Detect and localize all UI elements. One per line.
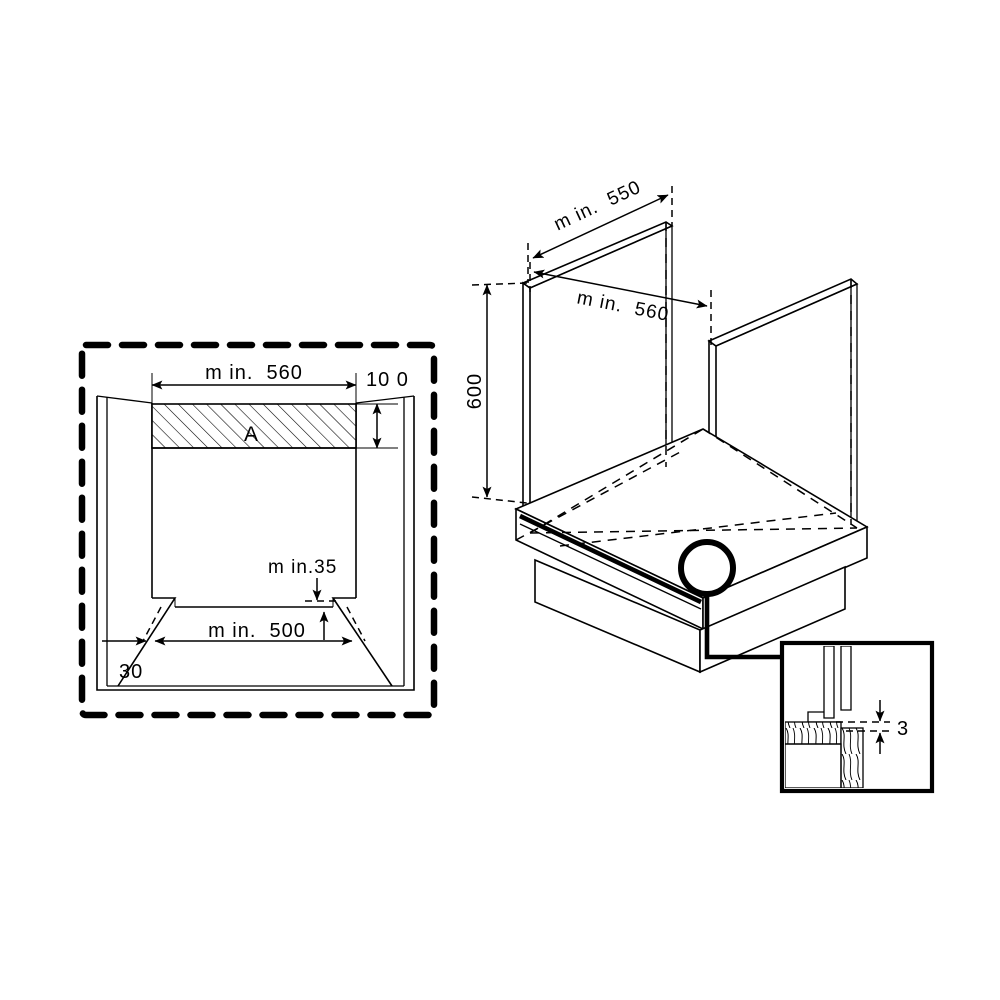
detail-worktop-grain [785, 721, 842, 745]
zone-a-label: A [244, 423, 258, 446]
dim-top-width-label: m in. 560 [205, 362, 303, 384]
iso-hidden-floor-back-left [529, 428, 704, 534]
hidden-splay-left [142, 606, 162, 642]
dim-bottom-width-label: m in. 500 [208, 620, 306, 642]
detail-stile-grain [840, 727, 864, 788]
cabinet-outer-wall [96, 396, 415, 691]
detail-panel-left-strip [823, 646, 835, 719]
detail-view-group: 3 [779, 640, 935, 794]
iso-hidden-floor-back-right [702, 428, 858, 529]
dim-bottom-width: m in. 500 [154, 620, 353, 646]
detail-lower-cavity [785, 743, 842, 788]
iso-left-panel-face [522, 281, 531, 535]
dim-iso-height: 600 [464, 282, 528, 504]
dim-side-offset: 30 [102, 636, 147, 683]
iso-left-panel-inner [529, 225, 673, 470]
detail-callout-leader [704, 594, 782, 660]
detail-box-frame [779, 640, 935, 794]
iso-base-rail-edge [519, 523, 702, 610]
dim-iso-depth-lower-label: m in. 560 [575, 287, 671, 325]
detail-panel-step [807, 711, 824, 722]
iso-left-panel-top-band [521, 221, 674, 289]
dim-top-width: m in. 560 [151, 362, 357, 405]
detail-panel-right-strip [840, 646, 852, 711]
iso-right-panel-top-band [707, 278, 859, 347]
dim-iso-depth-top-label: m in. 550 [551, 177, 645, 236]
iso-right-panel-inner [715, 283, 858, 528]
front-view-group: A m in. 560 1 [78, 341, 438, 719]
dim-inner-gap-label: m in.35 [268, 557, 337, 578]
dim-top-right-depth-label: 10 0 [366, 369, 409, 391]
dim-detail-gap-label: 3 [897, 718, 909, 740]
dim-detail-gap: 3 [836, 700, 909, 754]
iso-base-front-right-face [702, 525, 868, 631]
hidden-splay-right [346, 606, 366, 642]
dim-inner-gap: m in.35 [268, 557, 341, 640]
dim-top-right-depth: 10 0 [356, 369, 409, 449]
iso-plinth-right [699, 565, 846, 674]
iso-base-rail [519, 513, 702, 605]
iso-hidden-diag-2 [559, 512, 837, 547]
iso-view-group: 600 m in. 550 m in. 560 [464, 177, 869, 674]
niche-top-right-chamfer [355, 395, 415, 404]
floor-splay-right [331, 597, 393, 687]
dim-side-offset-label: 30 [119, 661, 143, 683]
niche-top-left-chamfer [96, 395, 153, 404]
dim-iso-height-label: 600 [464, 373, 486, 409]
